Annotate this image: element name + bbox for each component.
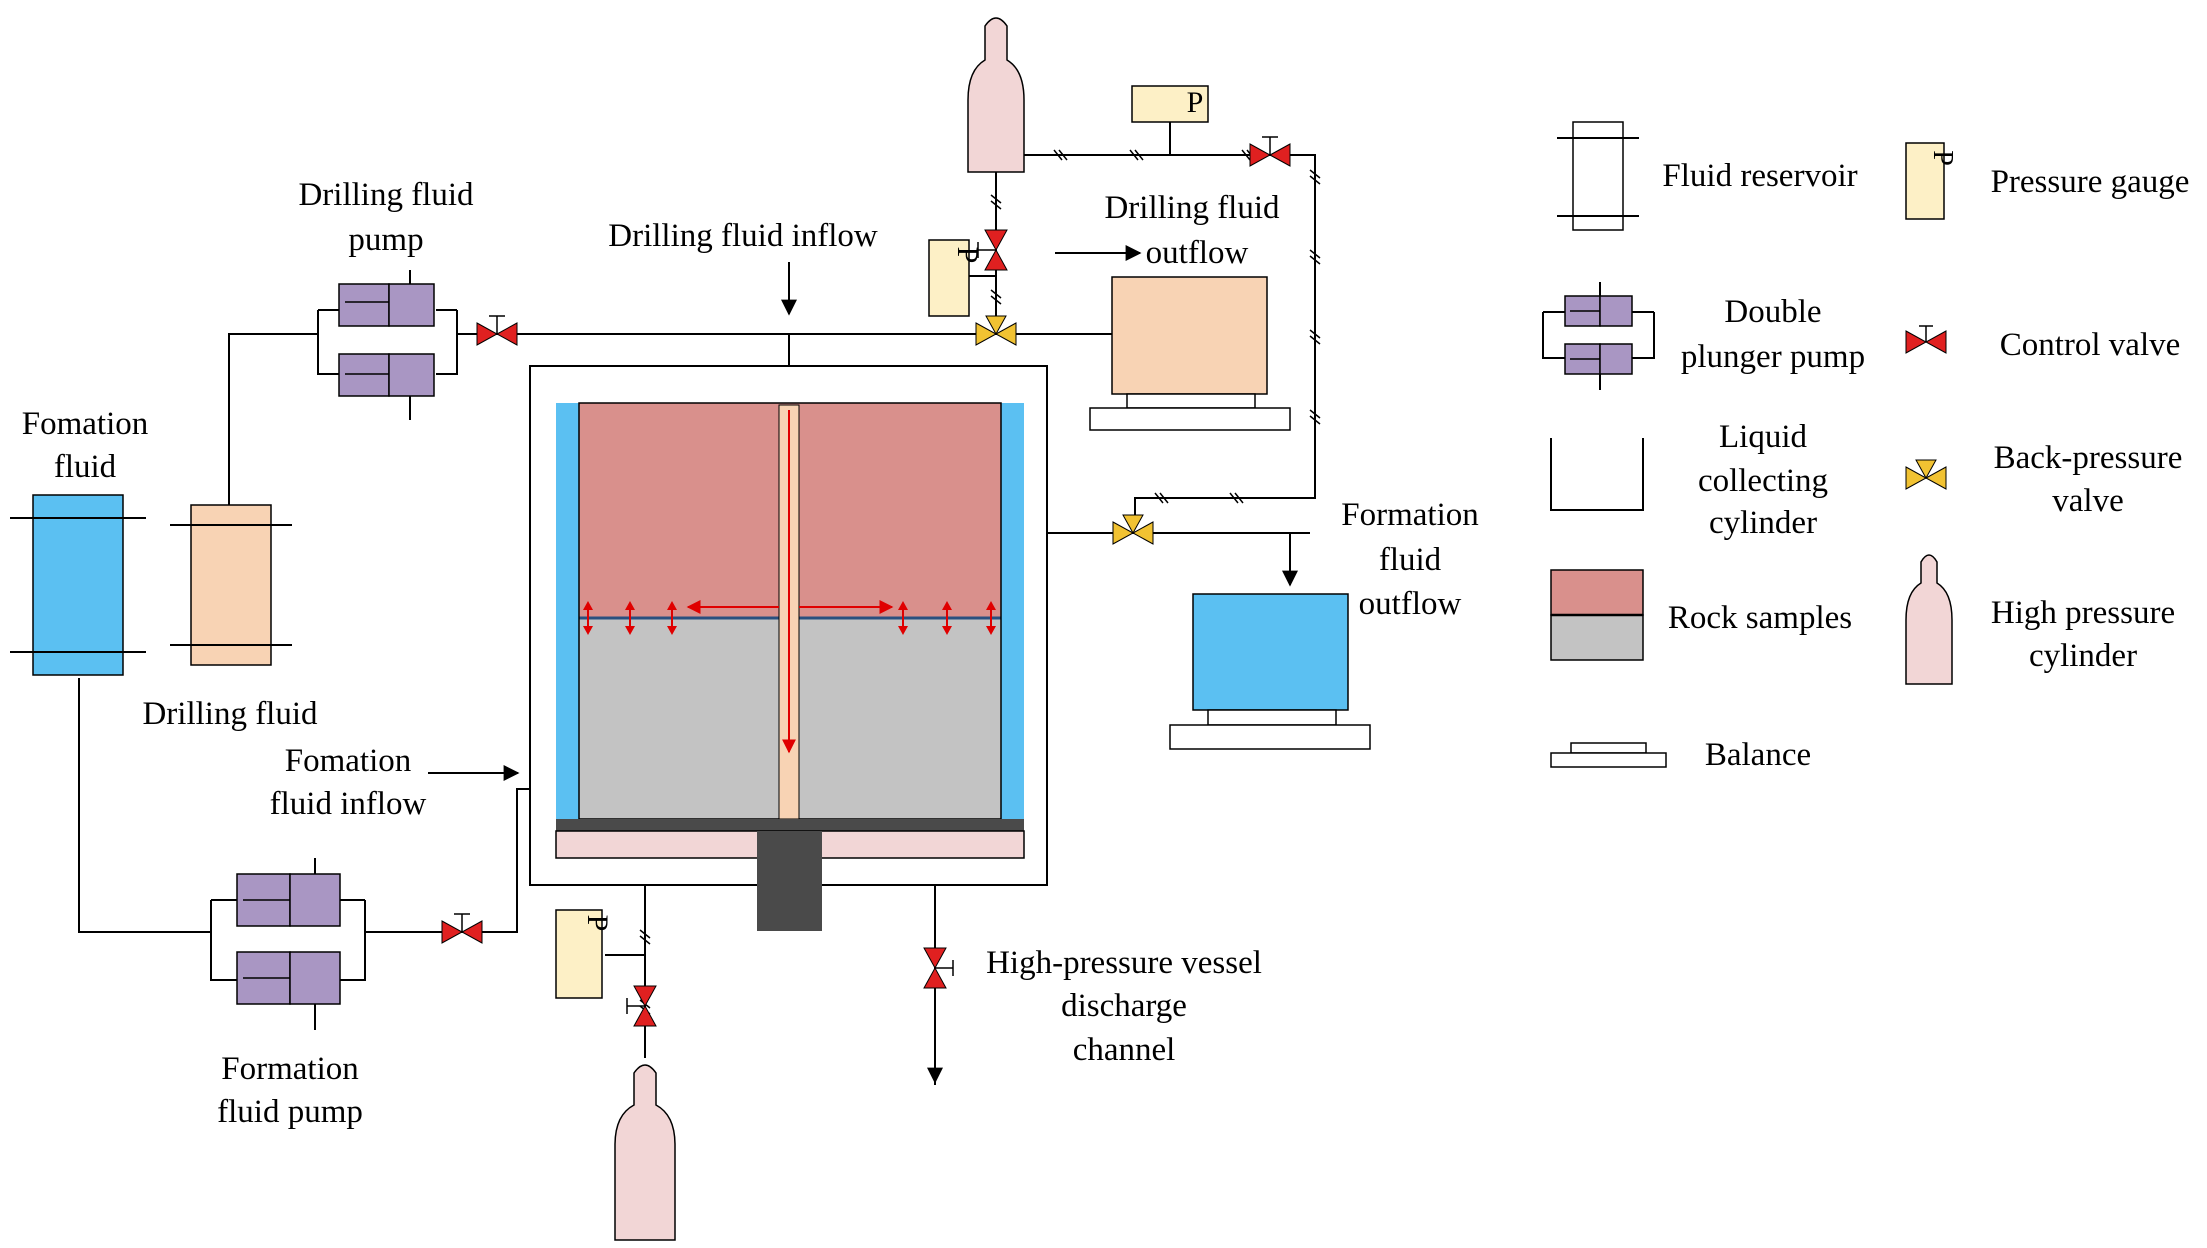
gauge-letter: P [1187,86,1204,119]
legend-liquid-collecting-cylinder-symbol [1550,438,1644,511]
legend-balance-label: Balance [1705,737,1811,773]
flow-direction-arrows [428,245,1298,781]
legend-double-plunger-pump-symbol [1542,282,1655,390]
label-formation-fluid-outflow-3: outflow [1359,586,1462,622]
label-discharge-channel-2: discharge [1061,988,1187,1024]
legend-fluid-reservoir-label: Fluid reservoir [1662,158,1857,194]
legend-control-valve-symbol [1905,325,1947,354]
label-discharge-channel-1: High-pressure vessel [986,945,1262,981]
label-formation-fluid-pump-1: Formation [221,1051,359,1087]
gauge-letter: P [951,247,984,264]
diagram-labels: Drilling fluid pump Drilling fluid inflo… [22,177,1479,1130]
high-pressure-cylinder-top [967,17,1025,173]
drilling-fluid-collecting-cylinder [1089,276,1291,431]
label-drilling-fluid-pump-1: Drilling fluid [298,177,474,213]
control-valve [1249,136,1291,167]
legend-control-valve-label: Control valve [2000,327,2181,363]
control-valve [626,985,657,1027]
legend-double-plunger-pump-label-1: Double [1724,294,1821,330]
legend-back-pressure-valve-label-2: valve [2052,483,2123,519]
label-drilling-fluid: Drilling fluid [142,696,318,732]
back-pressure-valve [975,315,1017,346]
pressure-gauge-bottom: P [555,909,614,999]
formation-fluid-reservoir [10,494,146,676]
label-formation-fluid-inflow-1: Fomation [285,743,412,779]
control-valve [441,913,483,944]
legend-back-pressure-valve-label-1: Back-pressure [1994,440,2183,476]
legend-rock-samples-label: Rock samples [1668,600,1852,636]
formation-fluid-pump [210,858,366,1030]
gauge-letter: P [581,915,614,932]
label-drilling-fluid-outflow-2: outflow [1146,235,1249,271]
formation-fluid-collecting-cylinder [1169,593,1371,750]
label-formation-fluid-1: Fomation [22,406,149,442]
label-drilling-fluid-outflow-1: Drilling fluid [1104,190,1280,226]
pressure-gauge-top: P [1131,85,1209,123]
label-formation-fluid-2: fluid [54,449,117,485]
legend-back-pressure-valve-symbol [1905,459,1947,490]
control-valve [923,947,954,989]
label-drilling-fluid-pump-2: pump [348,222,423,258]
legend-liquid-collecting-cylinder-label-3: cylinder [1709,505,1817,541]
control-valve [476,315,518,346]
label-discharge-channel-3: channel [1073,1032,1176,1068]
drilling-fluid-reservoir [170,504,292,666]
legend-high-pressure-cylinder-label-1: High pressure [1991,595,2175,631]
control-valve [977,229,1008,271]
high-pressure-cylinder-bottom [614,1064,676,1241]
legend-liquid-collecting-cylinder-label-1: Liquid [1719,419,1807,455]
legend-high-pressure-cylinder-label-2: cylinder [2029,638,2137,674]
legend-liquid-collecting-cylinder-label-2: collecting [1698,463,1828,499]
label-drilling-fluid-inflow: Drilling fluid inflow [608,218,878,254]
label-formation-fluid-inflow-2: fluid inflow [270,786,427,822]
label-formation-fluid-pump-2: fluid pump [217,1094,363,1130]
piston [757,831,822,931]
legend-rock-samples-symbol [1550,569,1644,661]
legend-pressure-gauge-label: Pressure gauge [1991,164,2190,200]
label-formation-fluid-outflow-2: fluid [1379,542,1442,578]
legend-fluid-reservoir-symbol [1557,121,1639,231]
legend-double-plunger-pump-label-2: plunger pump [1681,339,1865,375]
legend-high-pressure-cylinder-symbol [1905,554,1953,685]
label-formation-fluid-outflow-1: Formation [1341,497,1479,533]
drilling-fluid-pump [317,270,458,420]
legend-pressure-gauge-symbol: P [1905,142,1958,220]
gauge-letter: P [1927,150,1958,166]
pressure-gauge-left: P [928,239,984,317]
legend: Fluid reservoir P Pressure gauge Double … [1542,121,2190,773]
high-pressure-vessel [529,365,1048,931]
back-pressure-valve [1112,514,1154,545]
legend-balance-symbol [1550,742,1667,768]
